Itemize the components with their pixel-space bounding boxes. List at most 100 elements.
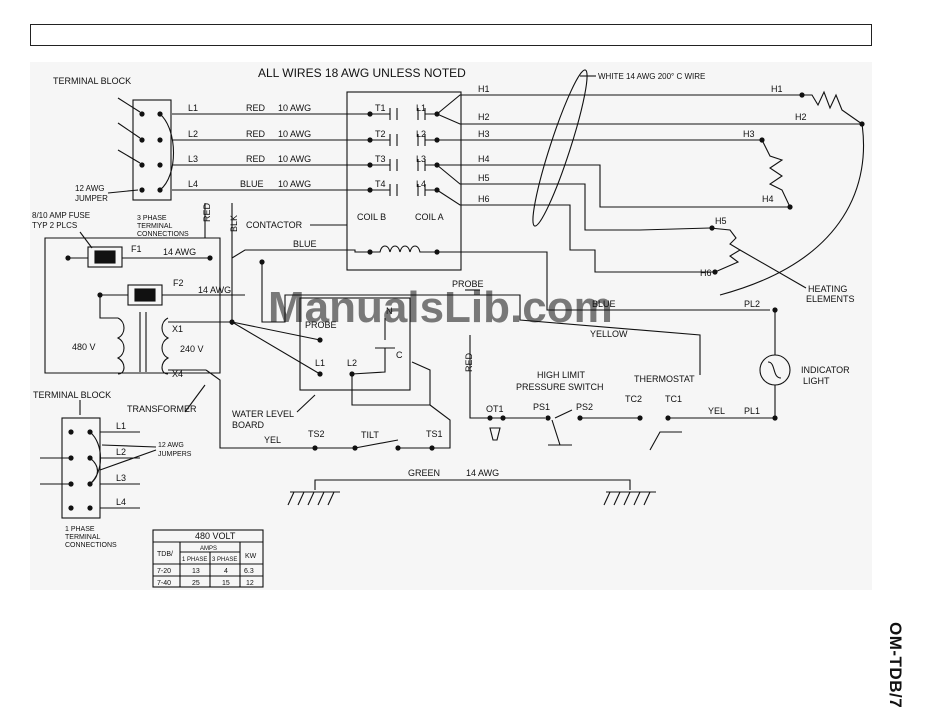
three-phase-label-3: CONNECTIONS <box>137 231 189 238</box>
one-phase-label-1: 1 PHASE <box>65 526 95 533</box>
watermark: ManualsLib.com <box>268 283 613 332</box>
heating-element-3 <box>709 227 742 273</box>
single-phase-supply <box>40 457 71 485</box>
single-phase-outputs <box>100 431 140 509</box>
terminal-block-3phase <box>132 99 172 201</box>
h4-left: H4 <box>478 154 490 164</box>
table-col-kw: KW <box>245 553 257 560</box>
thermostat-label: THERMOSTAT <box>634 374 695 384</box>
ot1-label: OT1 <box>486 404 504 414</box>
line-l2-id: L2 <box>188 129 198 139</box>
h2-left: H2 <box>478 112 490 122</box>
yellow-wire-label: YELLOW <box>590 329 628 339</box>
h4-element: H4 <box>762 194 774 204</box>
jumper-leader <box>107 189 139 194</box>
supply-leads <box>117 97 141 164</box>
table-row1-p3: 4 <box>224 568 228 575</box>
table-row2-model: 7-40 <box>157 580 171 587</box>
h6-left: H6 <box>478 194 490 204</box>
fuse-label-1: 8/10 AMP FUSE <box>32 211 90 220</box>
h3-element: H3 <box>743 129 755 139</box>
board-feed <box>231 321 321 375</box>
terminal-block-screws <box>139 111 163 193</box>
fuse-f2-body <box>134 288 156 302</box>
probe-label-top: PROBE <box>452 279 484 289</box>
table-row1-p1: 13 <box>192 568 200 575</box>
terminal-block-label: TERMINAL BLOCK <box>53 76 131 86</box>
white-wire-label: WHITE 14 AWG 200° C WIRE <box>598 72 705 81</box>
table-row2-kw: 12 <box>246 580 254 587</box>
blue-wire-label-top: BLUE <box>293 239 317 249</box>
jumpers-label-1: 12 AWG <box>158 442 184 449</box>
heating-label-2: ELEMENTS <box>806 294 855 304</box>
blue-wire <box>231 249 770 311</box>
water-level-leader <box>296 394 316 413</box>
ps2-label: PS2 <box>576 402 593 412</box>
blue-wire-label-right: BLUE <box>592 299 616 309</box>
line-l3-color: RED <box>246 154 266 164</box>
contactor-contacts <box>370 108 426 196</box>
red-lead-label: RED <box>202 202 212 222</box>
ground-wire <box>314 479 631 490</box>
contactor-out-stubs <box>425 113 437 191</box>
board-relay <box>351 318 395 375</box>
h5-element: H5 <box>715 216 727 226</box>
fuse-label-2: TYP 2 PLCS <box>32 221 77 230</box>
water-level-board <box>299 297 411 391</box>
transformer <box>99 295 233 375</box>
line-l3-awg: 10 AWG <box>278 154 311 164</box>
header-frame <box>30 24 872 46</box>
tb1-l1: L1 <box>116 421 126 431</box>
contactor-l2: L2 <box>416 129 426 139</box>
ps1-label: PS1 <box>533 402 550 412</box>
fuse-leader <box>79 231 93 249</box>
tilt-terminals <box>312 445 435 451</box>
contactor-box <box>346 91 462 271</box>
diagram-background <box>30 62 872 590</box>
high-limit-label-2: PRESSURE SWITCH <box>516 382 604 392</box>
table-row1-model: 7-20 <box>157 568 171 575</box>
contactor-t2: T2 <box>375 129 386 139</box>
red-lead-label-2: RED <box>464 352 474 372</box>
ts2-label: TS2 <box>308 429 325 439</box>
f2-label: F2 <box>173 278 184 288</box>
contactor-t4: T4 <box>375 179 386 189</box>
h5-left: H5 <box>478 173 490 183</box>
terminal-block-bottom-label: TERMINAL BLOCK <box>33 390 111 400</box>
contactor-coil <box>370 245 437 253</box>
ground-symbol-right <box>603 491 656 506</box>
f1-label: F1 <box>131 244 142 254</box>
document-code: OM-TDB/7 <box>886 622 905 709</box>
green-label: GREEN <box>408 468 440 478</box>
jumper-label-2: JUMPER <box>75 194 108 203</box>
board-loop <box>351 361 431 406</box>
yel-wire-left <box>205 369 315 449</box>
ground-symbol-left <box>287 491 340 506</box>
three-phase-label-2: TERMINAL <box>137 223 173 230</box>
line-l4-awg: 10 AWG <box>278 179 311 189</box>
transformer-label: TRANSFORMER <box>127 404 197 414</box>
tb1-l3: L3 <box>116 473 126 483</box>
yel-label-left: YEL <box>264 435 281 445</box>
table-col-1phase: 1 PHASE <box>182 557 207 563</box>
table-row2-p1: 25 <box>192 580 200 587</box>
switch-symbols <box>489 419 572 446</box>
indicator-light <box>759 354 791 386</box>
indicator-filament <box>767 361 782 379</box>
thermostat-symbol <box>649 431 682 451</box>
tilt-switch <box>315 404 451 449</box>
line-l1-id: L1 <box>188 103 198 113</box>
tc2-label: TC2 <box>625 394 642 404</box>
h6-element: H6 <box>700 268 712 278</box>
ts1-label: TS1 <box>426 429 443 439</box>
probe-wire <box>261 262 701 375</box>
control-frame <box>44 237 221 374</box>
diagram-title: ALL WIRES 18 AWG UNLESS NOTED <box>258 66 466 80</box>
f1-awg: 14 AWG <box>163 247 196 257</box>
one-phase-label-3: CONNECTIONS <box>65 542 117 549</box>
contactor-l1: L1 <box>416 103 426 113</box>
terminal-block-1phase <box>61 417 101 519</box>
heater-terminals <box>709 92 865 275</box>
supply-lines <box>172 113 370 191</box>
tilt-label: TILT <box>361 430 379 440</box>
